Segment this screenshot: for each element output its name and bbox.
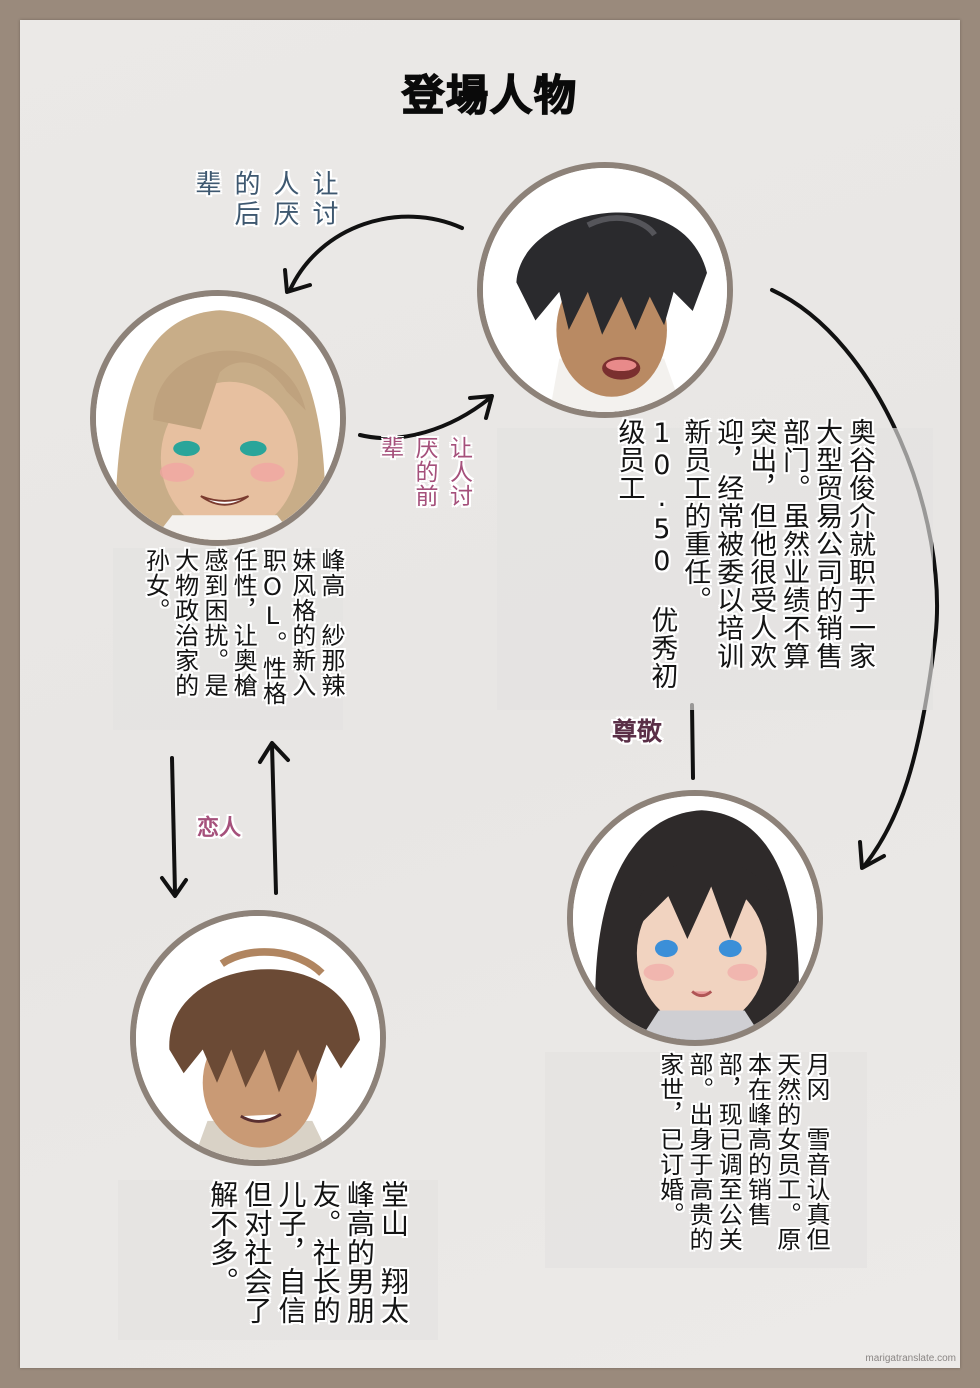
- minetaka-line-1: 峰高 紗那辣: [317, 548, 345, 698]
- doyama-line-6: 解不多。: [206, 1180, 240, 1296]
- okuya-description: 奥谷俊介就职于一家 大型贸易公司的销售 部门。虽然业绩不算 突出，但他很受人欢 …: [555, 418, 875, 718]
- portrait-minetaka: [90, 290, 346, 546]
- minetaka-description: 峰高 紗那辣 妹风格的新入 职OL。性格 任性，让奥槍 感到困扰。是 大物政治家…: [100, 548, 345, 728]
- relation-okuya-to-minetaka: 让讨 人厌 的后 辈: [191, 170, 338, 230]
- okuya-textbox: [497, 428, 933, 710]
- portrait-tsukioka: [567, 790, 823, 1046]
- doyama-line-3: 友。社长的: [308, 1180, 342, 1325]
- doyama-textbox: [118, 1180, 438, 1340]
- minetaka-line-7: 孙女。: [141, 548, 170, 623]
- tsukioka-portrait-icon: [573, 796, 817, 1040]
- minetaka-line-3: 职OL。性格: [258, 548, 287, 706]
- portrait-doyama: [130, 910, 386, 1166]
- tsukioka-description: 月冈 雪音认真但 天然的女员工。原 本在峰高的销售 部，现已调至公关 部。出身于…: [598, 1052, 830, 1272]
- tsukioka-line-1: 月冈 雪音认真但: [802, 1052, 830, 1252]
- tsukioka-line-3: 本在峰高的销售: [743, 1052, 772, 1227]
- tsukioka-line-6: 家世，已订婚。: [655, 1052, 684, 1227]
- okuya-line-1: 奥谷俊介就职于一家: [844, 418, 875, 670]
- watermark: marigatranslate.com: [865, 1353, 956, 1364]
- tsukioka-textbox: [545, 1052, 867, 1268]
- okuya-line-7: 10.50 优秀初: [646, 418, 678, 690]
- doyama-description: 堂山 翔太 峰高的男朋 友。社长的 儿子，自信 但对社会了 解不多。: [160, 1180, 410, 1340]
- minetaka-line-5: 感到困扰。是: [199, 548, 228, 698]
- tsukioka-line-2: 天然的女员工。原: [772, 1052, 801, 1252]
- relation-lovers-label: 恋人: [197, 816, 242, 841]
- okuya-line-2: 大型贸易公司的销售: [811, 418, 843, 670]
- doyama-line-2: 峰高的男朋: [342, 1180, 376, 1325]
- okuya-portrait-icon: [483, 168, 727, 412]
- relation-minetaka-to-okuya: 让人讨 厌的前 辈: [376, 436, 472, 508]
- minetaka-textbox: [113, 548, 343, 730]
- tsukioka-line-4: 部，现已调至公关: [714, 1052, 743, 1252]
- page-title: 登場人物: [401, 70, 578, 121]
- minetaka-portrait-icon: [96, 296, 340, 540]
- doyama-line-4: 儿子，自信: [274, 1180, 308, 1325]
- portrait-okuya: [477, 162, 733, 418]
- minetaka-line-4: 任性，让奥槍: [229, 548, 258, 698]
- doyama-line-1: 堂山 翔太: [377, 1180, 410, 1325]
- doyama-portrait-icon: [136, 916, 380, 1160]
- tsukioka-line-5: 部。出身于高贵的: [684, 1052, 713, 1252]
- okuya-line-3: 部门。虽然业绩不算: [778, 418, 810, 670]
- okuya-line-6: 新员工的重任。: [679, 418, 711, 614]
- okuya-line-8: 级员工: [613, 418, 645, 502]
- okuya-line-5: 迎，经常被委以培训: [712, 418, 744, 670]
- minetaka-line-2: 妹风格的新入: [287, 548, 316, 698]
- doyama-line-5: 但对社会了: [240, 1180, 274, 1325]
- okuya-line-4: 突出，但他很受人欢: [745, 418, 777, 670]
- relation-respect-label: 尊敬: [612, 717, 663, 746]
- minetaka-line-6: 大物政治家的: [170, 548, 199, 698]
